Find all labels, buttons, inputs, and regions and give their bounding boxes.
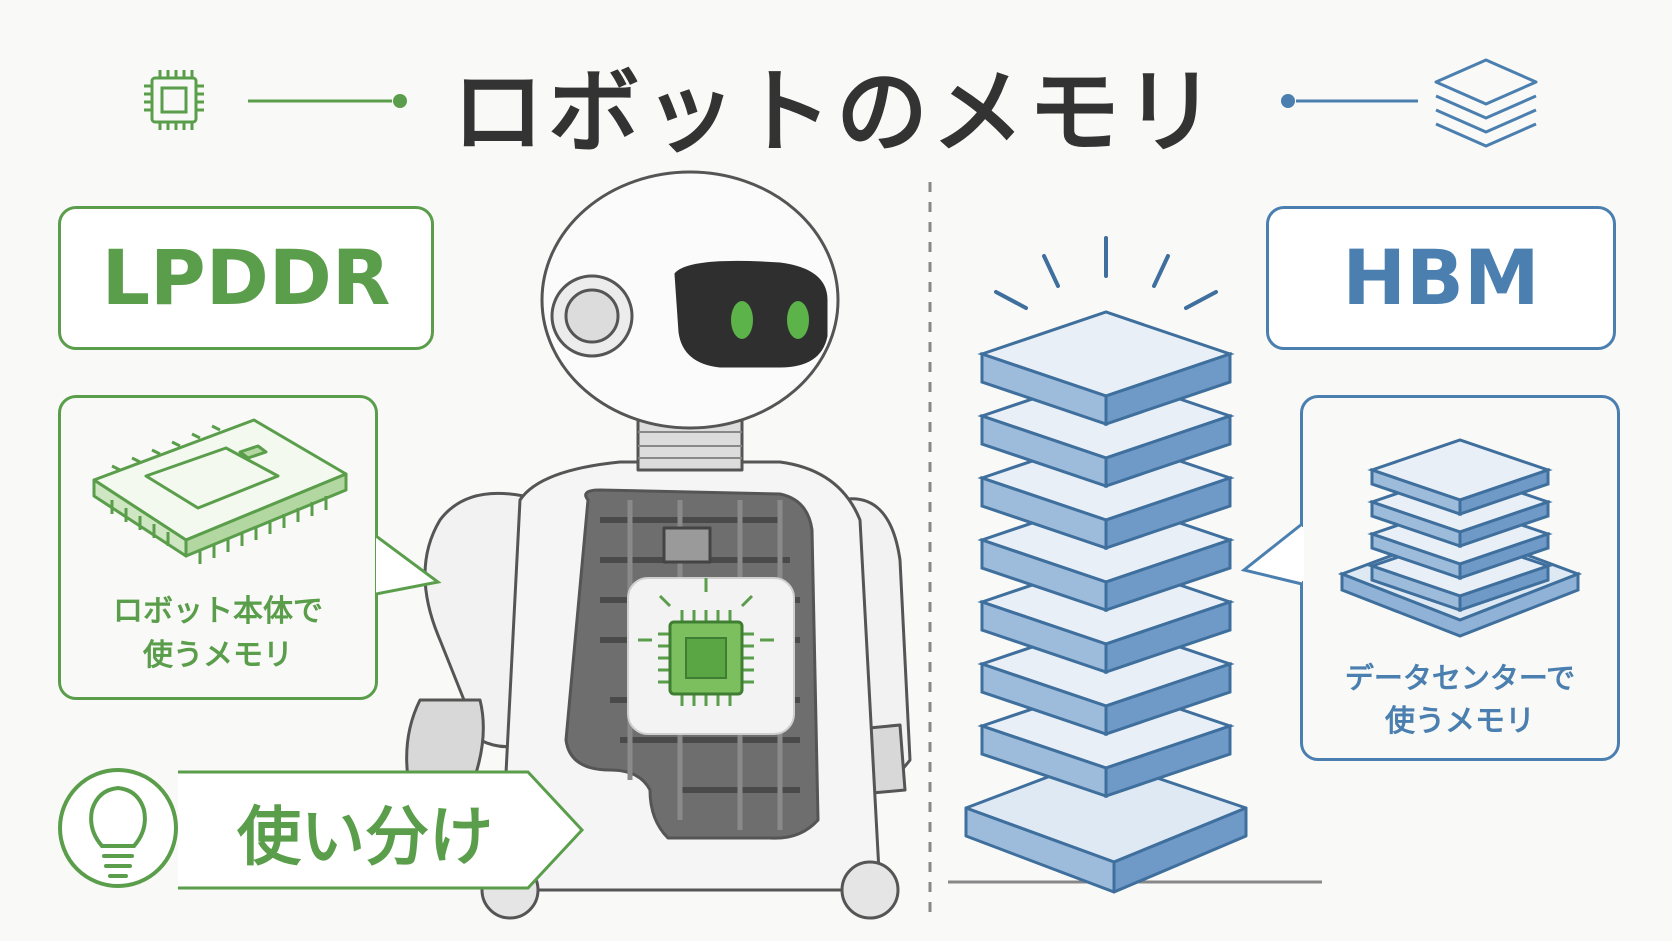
robot-eye-left [731, 301, 753, 339]
hbm-sparkle-lines [994, 236, 1218, 310]
lpddr-callout: ロボット本体で 使うメモリ [58, 395, 378, 700]
lpddr-caption-line1: ロボット本体で [113, 594, 323, 629]
hbm-layer-right [1104, 351, 1232, 427]
tip-label: 使い分け [237, 801, 493, 875]
robot-chest-chip-icon [638, 578, 774, 706]
hbm-layer-right [1104, 723, 1232, 799]
lpddr-callout-pointer [376, 534, 442, 596]
hbm-callout-pointer [1240, 522, 1304, 586]
hbm-small-layer-right [1458, 499, 1550, 549]
hbm-callout: データセンターで 使うメモリ [1300, 395, 1620, 761]
page-title: ロボットのメモリ [451, 59, 1220, 166]
hbm-layer-right [1104, 537, 1232, 613]
hbm-layer-right [1104, 475, 1232, 551]
hbm-label: HBM [1342, 233, 1540, 322]
lightbulb-icon [58, 768, 178, 888]
hbm-layer-right [1104, 661, 1232, 737]
hbm-layer-right [1104, 599, 1232, 675]
hbm-small-stack-icon [1337, 438, 1583, 638]
hbm-small-layer-right [1458, 467, 1550, 517]
lpddr-label-box: LPDDR [58, 206, 434, 350]
layers-stack-icon [1434, 58, 1538, 148]
hbm-layer-right [1104, 413, 1232, 489]
hbm-caption-line2: 使うメモリ [1385, 704, 1535, 739]
hbm-small-base-side [1340, 571, 1580, 638]
hbm-label-box: HBM [1266, 206, 1616, 350]
hbm-layers [977, 310, 1235, 799]
robot-eye-right [787, 301, 809, 339]
memory-chip-icon [92, 418, 348, 564]
tip-banner-shape [178, 770, 585, 890]
hbm-small-layer-right [1458, 531, 1550, 581]
title-connector-left [248, 94, 407, 108]
hbm-caption-line1: データセンターで [1344, 661, 1576, 695]
lpddr-caption-line2: 使うメモリ [143, 638, 293, 673]
lpddr-label: LPDDR [101, 233, 391, 322]
hbm-small-layer-right [1458, 563, 1550, 613]
cpu-chip-icon [144, 70, 204, 130]
title-connector-right [1281, 94, 1418, 108]
hbm-stack-icon [964, 756, 1248, 894]
